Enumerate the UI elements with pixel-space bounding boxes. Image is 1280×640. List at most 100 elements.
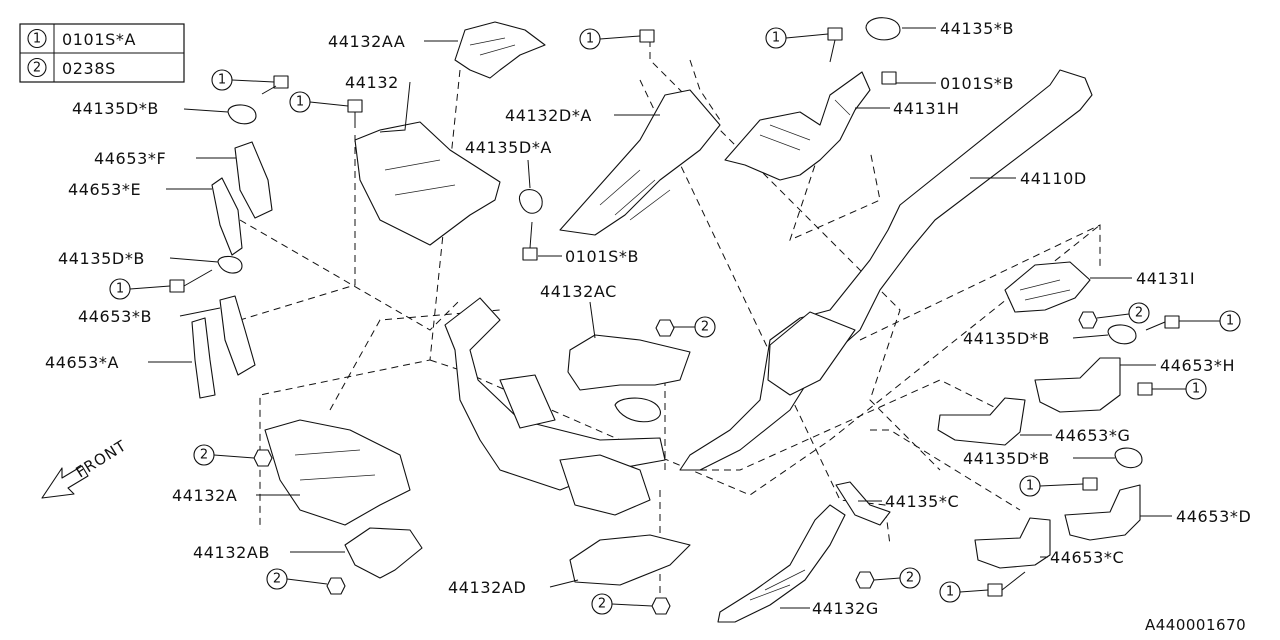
label-44110D: 44110D [1020, 169, 1087, 188]
label-44135DB-c: 44135D*B [963, 329, 1050, 348]
clamp-44135B [865, 17, 901, 41]
heat-shield-44132AD [569, 534, 691, 586]
bracket-44653G [937, 397, 1026, 446]
legend-code-1: 0101S*A [62, 30, 136, 49]
fasteners [169, 27, 1180, 615]
callout-1: 1 [772, 31, 780, 46]
heat-shield-44132AA [454, 21, 546, 79]
callout-2: 2 [200, 448, 208, 463]
bolt-icon [522, 247, 538, 261]
nut-icon [326, 577, 346, 595]
bolt-icon [1137, 382, 1153, 396]
nut-icon [651, 597, 671, 615]
clamp-44135C [835, 481, 891, 526]
document-id: A440001670 [1145, 616, 1246, 634]
heat-shield-44132AC [567, 334, 691, 391]
clamp-44135DB-b [217, 255, 243, 274]
callout-1: 1 [1226, 314, 1234, 329]
legend-num-1: 1 [33, 32, 41, 47]
clamp-44135DB-c [1107, 324, 1137, 345]
callout-1: 1 [586, 32, 594, 47]
legend-circle-2 [27, 57, 47, 78]
label-0101SB-b: 0101S*B [940, 74, 1014, 93]
part-labels: 44132AA 44132 44135D*B 44653*F 44653*E 4… [45, 19, 1251, 618]
label-44135B: 44135*B [940, 19, 1014, 38]
nut-icon [253, 449, 273, 467]
front-arrow-icon [41, 465, 89, 499]
bracket-44653E [211, 177, 243, 256]
legend-table: 1 0101S*A 2 0238S [19, 23, 185, 83]
bracket-44653F [234, 141, 273, 219]
nut-icon [855, 571, 875, 589]
callout-1: 1 [296, 95, 304, 110]
label-44135DA: 44135D*A [465, 138, 552, 157]
bolt-icon [639, 29, 655, 43]
manifold-catalyst [559, 454, 651, 516]
label-44132AA: 44132AA [328, 32, 405, 51]
clamp-44135DA [518, 189, 543, 214]
heat-shield-44132A [264, 419, 411, 526]
callout-2: 2 [598, 597, 606, 612]
label-44653A: 44653*A [45, 353, 119, 372]
nut-icon [655, 319, 675, 337]
label-44653D: 44653*D [1176, 507, 1251, 526]
callout-2: 2 [1135, 306, 1143, 321]
legend-code-2: 0238S [62, 59, 116, 78]
heat-shield-44132DA [559, 89, 721, 236]
label-44132AB: 44132AB [193, 543, 270, 562]
exhaust-manifold [444, 297, 666, 491]
legend-circle-1 [27, 28, 47, 49]
clamp-44135DB-d [1114, 447, 1143, 469]
callout-2: 2 [906, 571, 914, 586]
heat-shield-44132G [717, 504, 846, 623]
label-44132G: 44132G [812, 599, 879, 618]
callout-1: 1 [946, 585, 954, 600]
bracket-44653C [974, 517, 1051, 569]
label-44653G: 44653*G [1055, 426, 1131, 445]
callout-2: 2 [701, 320, 709, 335]
manifold-flex-joint [499, 374, 556, 429]
label-44132A: 44132A [172, 486, 237, 505]
label-44135C: 44135*C [885, 492, 959, 511]
legend-num-2: 2 [33, 61, 41, 76]
callout-circles: 1 1 1 1 1 1 1 1 1 2 2 2 [109, 27, 1241, 615]
callout-1: 1 [116, 282, 124, 297]
nut-icon [1078, 311, 1098, 329]
front-label: FRONT [73, 436, 130, 481]
label-44131I: 44131I [1136, 269, 1195, 288]
label-44132: 44132 [345, 73, 399, 92]
bolt-icon [1164, 315, 1180, 329]
bracket-44653H [1034, 357, 1121, 413]
label-44653F: 44653*F [94, 149, 166, 168]
label-44132AC: 44132AC [540, 282, 617, 301]
heat-shield-44132AB [344, 527, 423, 579]
callout-1: 1 [218, 73, 226, 88]
label-44135DB-a: 44135D*B [72, 99, 159, 118]
clamp-44135DB-a [227, 104, 257, 125]
heat-shield-44132 [354, 121, 501, 246]
label-44135DB-d: 44135D*B [963, 449, 1050, 468]
label-0101SB-a: 0101S*B [565, 247, 639, 266]
label-44132DA: 44132D*A [505, 106, 592, 125]
bolt-icon [827, 27, 843, 41]
callout-1: 1 [1192, 382, 1200, 397]
bolt-icon [987, 583, 1003, 597]
callout-1: 1 [1026, 479, 1034, 494]
manifold-flange [614, 397, 661, 423]
bolt-icon [881, 71, 897, 85]
label-44131H: 44131H [893, 99, 960, 118]
bolt-icon [1082, 477, 1098, 491]
label-44653E: 44653*E [68, 180, 141, 199]
catalyst-shield-44131H [724, 71, 871, 181]
callout-2: 2 [273, 572, 281, 587]
heat-shield-44131I [1004, 261, 1091, 313]
bolt-icon [347, 99, 363, 113]
bolt-icon [169, 279, 185, 293]
label-44135DB-b: 44135D*B [58, 249, 145, 268]
bracket-44653A [191, 317, 216, 399]
main-catalyst [767, 311, 856, 396]
front-direction-indicator: FRONT [41, 436, 130, 499]
label-44132AD: 44132AD [448, 578, 526, 597]
label-44653H: 44653*H [1160, 356, 1235, 375]
